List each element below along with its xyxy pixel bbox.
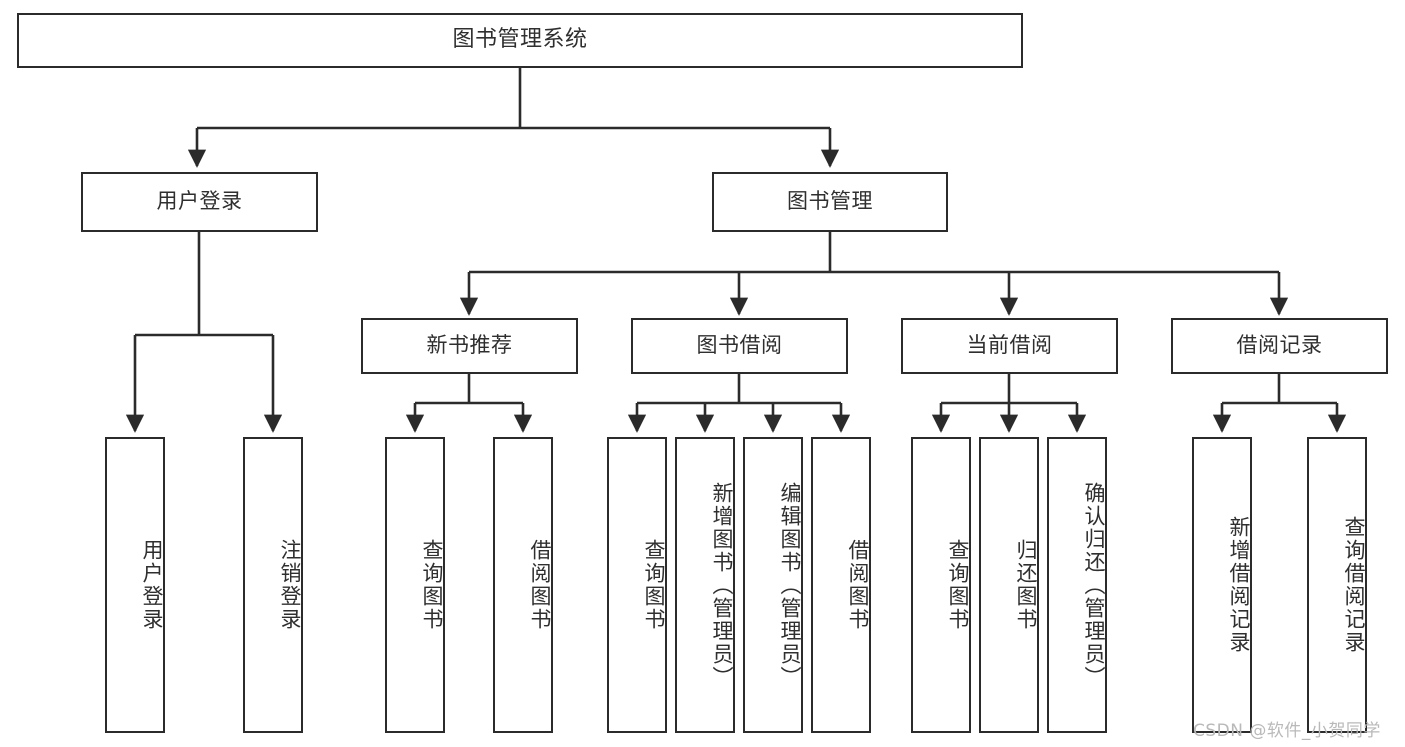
node-current-borrow[interactable]: 当前借阅 [901,318,1118,374]
leaf-borrow-record-add-record[interactable]: 新增借阅记录 [1192,437,1252,733]
leaf-current-borrow-confirm-return[interactable]: 确认归还（管理员） [1047,437,1107,733]
node-label: 归还图书 [1014,539,1038,631]
node-root-book-management-system[interactable]: 图书管理系统 [17,13,1023,68]
node-label: 用户登录 [156,189,243,214]
leaf-borrow-record-query-record[interactable]: 查询借阅记录 [1307,437,1367,733]
leaf-current-borrow-query-book[interactable]: 查询图书 [911,437,971,733]
leaf-user-login-logout[interactable]: 注销登录 [243,437,303,733]
node-book-borrow[interactable]: 图书借阅 [631,318,848,374]
leaf-book-borrow-query-book[interactable]: 查询图书 [607,437,667,733]
node-new-book-recommend[interactable]: 新书推荐 [361,318,578,374]
node-label: 新增图书（管理员） [710,481,734,689]
node-borrow-record[interactable]: 借阅记录 [1171,318,1388,374]
node-label: 查询图书 [946,539,970,631]
node-label: 查询图书 [420,539,444,631]
node-label: 图书管理系统 [452,27,588,53]
leaf-new-book-query-book[interactable]: 查询图书 [385,437,445,733]
node-user-login[interactable]: 用户登录 [81,172,318,232]
node-label: 新增借阅记录 [1227,516,1251,654]
node-label: 注销登录 [278,539,302,631]
node-label: 图书管理 [787,189,873,214]
node-label: 图书借阅 [696,333,783,358]
node-label: 查询借阅记录 [1342,516,1366,654]
leaf-book-borrow-add-book[interactable]: 新增图书（管理员） [675,437,735,733]
leaf-current-borrow-return-book[interactable]: 归还图书 [979,437,1039,733]
node-label: 当前借阅 [966,333,1053,358]
node-label: 借阅图书 [846,539,870,631]
node-label: 确认归还（管理员） [1082,481,1106,689]
node-label: 查询图书 [642,539,666,631]
leaf-user-login-login[interactable]: 用户登录 [105,437,165,733]
node-label: 用户登录 [140,539,164,631]
leaf-new-book-borrow-book[interactable]: 借阅图书 [493,437,553,733]
node-book-management[interactable]: 图书管理 [712,172,948,232]
node-label: 借阅记录 [1236,333,1323,358]
node-label: 新书推荐 [426,333,513,358]
leaf-book-borrow-borrow-book[interactable]: 借阅图书 [811,437,871,733]
leaf-book-borrow-edit-book[interactable]: 编辑图书（管理员） [743,437,803,733]
node-label: 编辑图书（管理员） [778,481,802,689]
node-label: 借阅图书 [528,539,552,631]
